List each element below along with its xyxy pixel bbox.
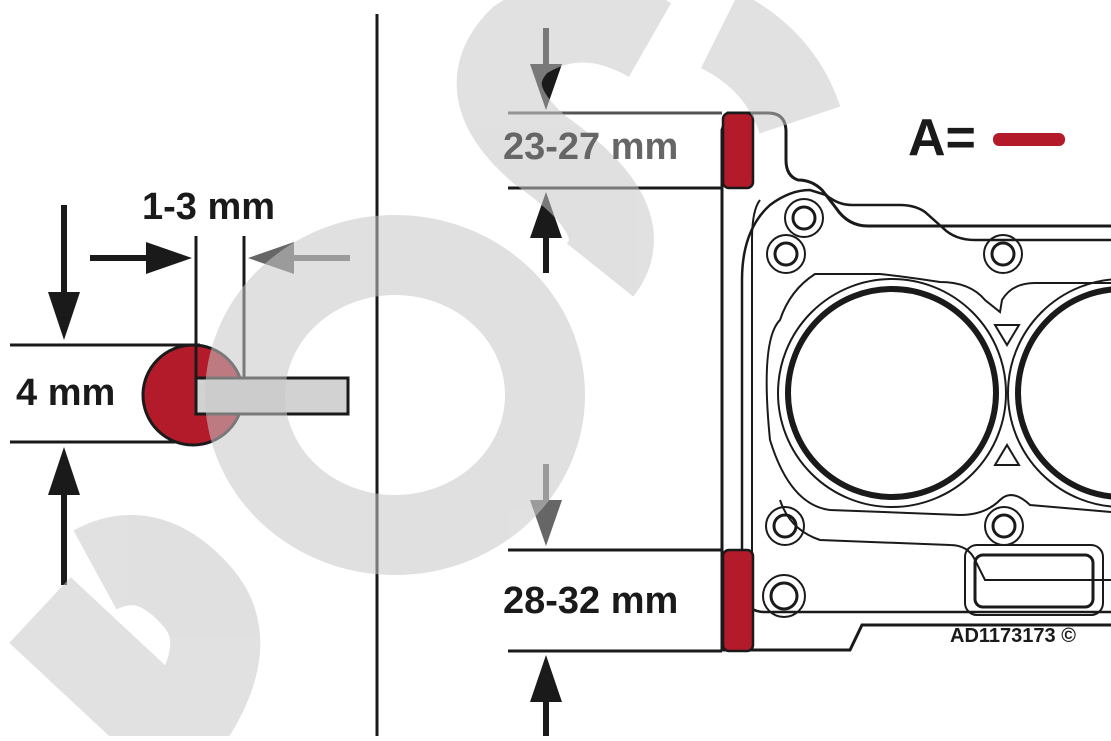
bolt-hole-5 — [991, 513, 1017, 539]
bolt-hole-2-ring — [766, 234, 806, 274]
gasket-inner-outline-2 — [751, 199, 761, 570]
triangle-mark-bottom — [993, 443, 1021, 466]
bead-offset-label: 1-3 mm — [142, 186, 276, 228]
watermark-letter-o — [205, 215, 585, 575]
bottom-length-label: 28-32 mm — [503, 580, 679, 622]
cylinder-bore-2-ring — [1007, 278, 1111, 508]
bolt-hole-6 — [769, 581, 799, 611]
offset-left-arrowhead — [146, 242, 192, 274]
bolt-hole-3 — [990, 241, 1016, 267]
triangle-mark-top — [993, 324, 1021, 347]
sealant-strip-top — [721, 111, 755, 190]
legend-key-label: A= — [908, 109, 976, 167]
bolt-hole-4-ring — [765, 506, 805, 546]
lower-bead-line — [779, 499, 1111, 581]
bolt-hole-6-ring — [762, 574, 806, 618]
bolt-hole-3-ring — [983, 234, 1023, 274]
top-length-label: 23-27 mm — [503, 126, 679, 168]
watermark — [9, 0, 841, 741]
bolt-hole-2 — [773, 241, 799, 267]
bottom-dim-lower-arrowhead — [530, 655, 562, 702]
bolt-hole-4 — [772, 513, 798, 539]
watermark-letter-b — [9, 515, 261, 741]
gasket-drawing — [720, 111, 1111, 652]
cylinder-bore-2 — [1015, 286, 1111, 500]
cylinder-bead-line — [765, 273, 1111, 517]
bolt-hole-1 — [791, 205, 817, 231]
bolt-hole-5-ring — [984, 506, 1024, 546]
coolant-slot-ring — [964, 544, 1104, 616]
bolt-hole-1-ring — [784, 198, 824, 238]
bead-width-label: 4 mm — [16, 372, 116, 414]
gasket-outline — [720, 111, 1111, 652]
sealant-strip-bottom — [721, 548, 755, 653]
cylinder-bore-1-ring — [777, 278, 1007, 508]
watermark-letter-s — [456, 0, 841, 297]
gasket-inner-outline — [740, 188, 1111, 614]
coolant-slot — [973, 553, 1095, 609]
cylinder-bore-1 — [785, 286, 999, 500]
figure-code-label: AD1173173 © — [950, 625, 1076, 647]
width-top-arrowhead — [48, 292, 80, 340]
width-bottom-arrowhead — [48, 447, 80, 495]
top-dim-lower-arrowhead — [530, 192, 562, 238]
legend-sealant-swatch — [993, 133, 1065, 146]
